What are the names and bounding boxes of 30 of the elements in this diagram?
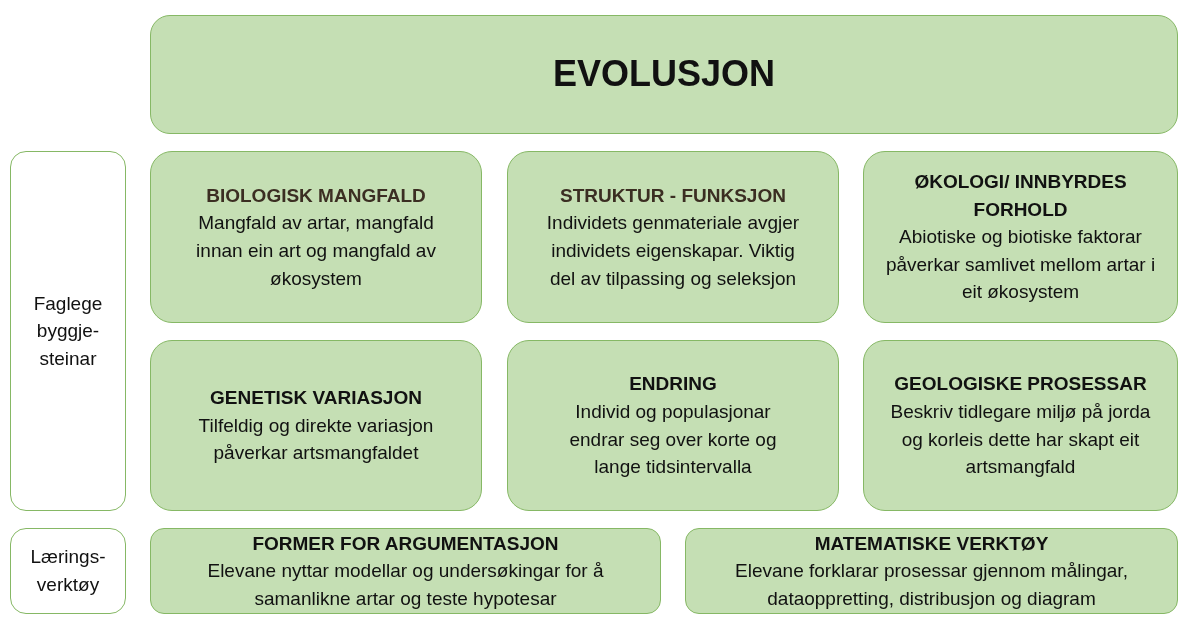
topic-card (863, 151, 1178, 323)
heading: BIOLOGISK MANGFALD (206, 183, 426, 208)
side-label: Lærings-verktøy (29, 545, 107, 597)
heading: GEOLOGISKE PROSESSAR (894, 372, 1147, 397)
description: Individets genmateriale avgjer individets eigenskapar. Viktig del av tilpassing og seleksjon (545, 211, 801, 291)
heading: GENETISK VARIASJON (210, 386, 422, 411)
heading: MATEMATISKE VERKTØY (814, 531, 1049, 556)
topic-card (507, 340, 839, 511)
side-label: Faglege byggje-steinar (32, 291, 104, 371)
heading: FORMER FOR ARGUMENTASJON (252, 531, 559, 556)
description: Elevane nyttar modellar og undersøkingar for å samanlikne artar og teste hypotesar (206, 559, 605, 611)
description: Elevane forklarar prosessar gjennom målingar, dataoppretting, distribusjon og diagram (734, 559, 1129, 611)
title-banner (150, 15, 1178, 134)
description: Tilfeldig og direkte variasjon påverkar artsmangfaldet (197, 413, 435, 466)
topic-card (507, 151, 839, 323)
tool-card (685, 528, 1178, 614)
side-label-box (10, 528, 126, 614)
heading: ENDRING (629, 372, 717, 397)
heading: ØKOLOGI/ INNBYRDES FORHOLD (913, 170, 1128, 222)
description: Abiotiske og biotiske faktorar påverkar samlivet mellom artar i eit økosystem (885, 225, 1156, 305)
description: Beskriv tidlegare miljø på jorda og korleis dette har skapt eit artsmangfald (890, 399, 1151, 480)
topic-card (863, 340, 1178, 511)
description: Mangfald av artar, mangfald innan ein art og mangfald av økosystem (195, 211, 437, 291)
title: EVOLUSJON (552, 52, 775, 97)
topic-card (150, 340, 482, 511)
tool-card (150, 528, 661, 614)
heading: STRUKTUR - FUNKSJON (560, 183, 786, 208)
description: Individ og populasjonar endrar seg over korte og lange tidsintervalla (568, 399, 778, 480)
side-label-box (10, 151, 126, 511)
topic-card (150, 151, 482, 323)
